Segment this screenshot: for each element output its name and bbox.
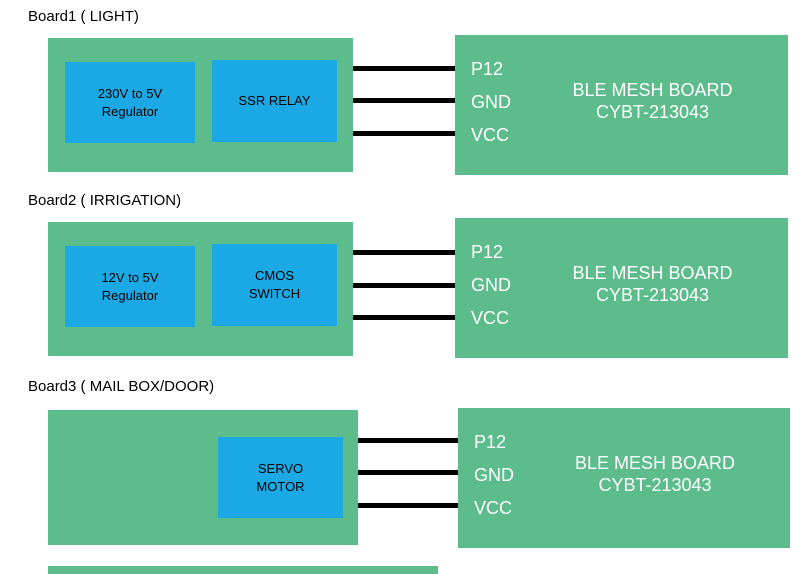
board2-ble-title: BLE MESH BOARD CYBT-213043 xyxy=(572,262,733,306)
board1-pin-vcc: VCC xyxy=(471,125,510,145)
module-230v-regulator: 230V to 5V Regulator xyxy=(65,62,195,143)
board3-box: SERVO MOTOR xyxy=(48,410,358,545)
board2-box: 12V to 5V Regulator CMOS SWITCH xyxy=(48,222,353,356)
board2-pin-gnd: GND xyxy=(471,275,511,295)
board1-wire-p12 xyxy=(353,66,460,71)
board1-pin-p12: P12 xyxy=(471,59,504,79)
board1-ble-title: BLE MESH BOARD CYBT-213043 xyxy=(572,79,733,123)
board3-wire-gnd xyxy=(358,470,463,475)
module-servo-motor: SERVO MOTOR xyxy=(218,437,343,518)
board3-ble-mesh-board-box: P12 GND VCC BLE MESH BOARD CYBT-213043 xyxy=(458,408,790,548)
board3-pin-vcc: VCC xyxy=(474,498,513,518)
board1-ble-mesh-board-box: P12 GND VCC BLE MESH BOARD CYBT-213043 xyxy=(455,35,788,175)
board2-wire-p12 xyxy=(353,250,460,255)
board2-wire-gnd xyxy=(353,283,460,288)
board1-label: Board1 ( LIGHT) xyxy=(28,8,139,25)
partial-board-strip xyxy=(48,566,438,574)
board3-label: Board3 ( MAIL BOX/DOOR) xyxy=(28,378,215,395)
board1-pin-gnd: GND xyxy=(471,92,511,112)
board2-wire-vcc xyxy=(353,315,460,320)
board2-pin-vcc: VCC xyxy=(471,308,510,328)
board1-wire-vcc xyxy=(353,131,460,136)
board3-pin-p12: P12 xyxy=(474,432,507,452)
board3-pin-gnd: GND xyxy=(474,465,514,485)
board3-wire-p12 xyxy=(358,438,463,443)
board2-pin-p12: P12 xyxy=(471,242,504,262)
board3-wire-vcc xyxy=(358,503,463,508)
module-cmos-switch: CMOS SWITCH xyxy=(212,244,337,326)
board3-ble-title: BLE MESH BOARD CYBT-213043 xyxy=(574,452,736,496)
module-ssr-relay: SSR RELAY xyxy=(212,60,337,142)
board1-wire-gnd xyxy=(353,98,460,103)
board2-label: Board2 ( IRRIGATION) xyxy=(28,192,182,209)
board2-ble-mesh-board-box: P12 GND VCC BLE MESH BOARD CYBT-213043 xyxy=(455,218,788,358)
board1-box: 230V to 5V Regulator SSR RELAY xyxy=(48,38,353,172)
module-12v-regulator: 12V to 5V Regulator xyxy=(65,246,195,327)
